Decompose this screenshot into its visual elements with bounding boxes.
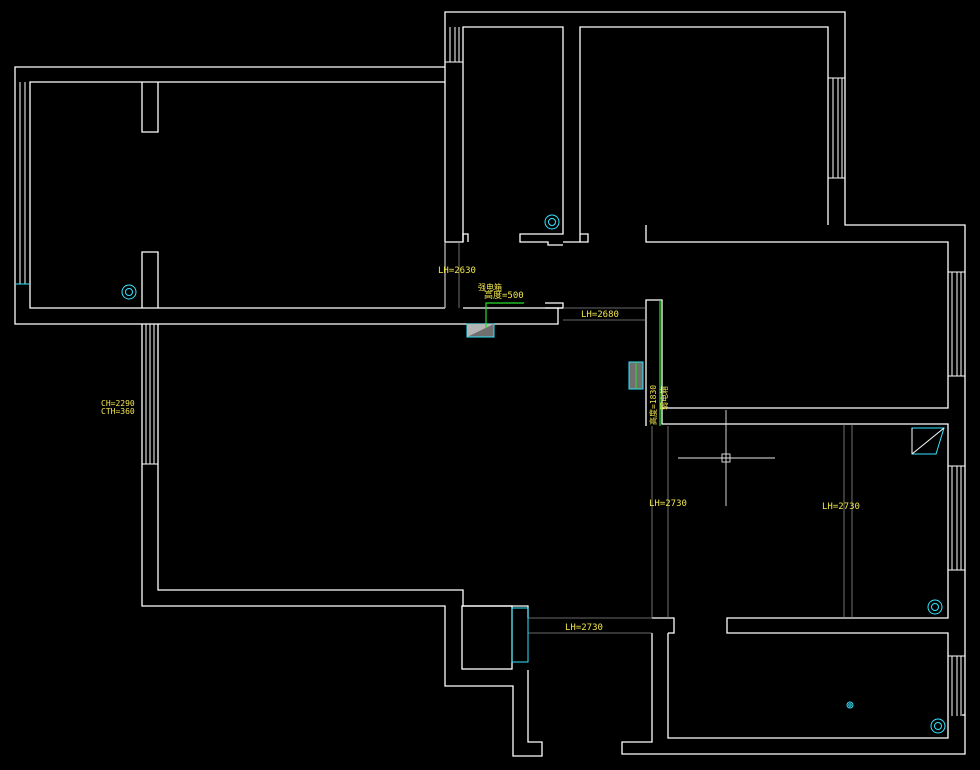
wall-left-room-outer xyxy=(14,66,559,325)
window-left xyxy=(14,82,31,285)
floor-drain-icon xyxy=(121,284,137,300)
label-lh-2730-bottom: LH=2730 xyxy=(565,623,603,633)
wall-top-small-room xyxy=(462,26,564,246)
utility-panel-icon xyxy=(511,607,529,663)
label-lh-2730-right: LH=2730 xyxy=(822,502,860,512)
window-top-right xyxy=(828,77,845,179)
crosshair-cursor-icon xyxy=(678,410,775,506)
wall-bottom-outer xyxy=(621,633,966,755)
wall-top-outer xyxy=(444,11,966,716)
wall-left-pier-bottom xyxy=(141,251,159,308)
wall-left-room-inner xyxy=(29,81,445,309)
windows xyxy=(14,27,965,716)
wall-living-inner-left xyxy=(157,324,529,618)
window-right-upper xyxy=(948,271,965,377)
wall-right-mid-divider xyxy=(661,408,949,600)
weak-current-box-icon xyxy=(628,361,644,390)
label-lh-2630: LH=2630 xyxy=(438,266,476,276)
walls xyxy=(14,11,966,757)
wall-utility-box xyxy=(461,605,513,670)
triangle-fixture-icon xyxy=(911,427,945,455)
window-living xyxy=(142,324,158,465)
electrical-box-icon xyxy=(466,323,495,338)
label-electrical-box: 强电箱 xyxy=(478,282,502,292)
floor-drain-icon xyxy=(927,599,943,615)
leaders xyxy=(485,300,661,426)
floor-drain-icon xyxy=(544,214,560,230)
label-ch-2290: CH=2290 xyxy=(101,399,135,408)
fixtures xyxy=(121,214,946,734)
wall-living-left xyxy=(141,324,543,757)
wall-right-lower xyxy=(667,600,949,739)
wall-top-room-bottom-b xyxy=(563,233,589,243)
window-right-mid xyxy=(948,465,965,571)
wall-left-pier-top xyxy=(141,82,159,133)
label-weak-current-box: 弱电箱 xyxy=(659,386,669,410)
wall-right-upper-room xyxy=(645,225,949,426)
labels: LH=2630 LH=2680 LH=2730 LH=2730 LH=2730 … xyxy=(101,266,860,633)
floor-drain-icon xyxy=(930,718,946,734)
label-lh-2680: LH=2680 xyxy=(581,310,619,320)
window-top-left xyxy=(445,27,463,63)
reference-lines xyxy=(444,242,853,634)
label-cth-360: CTH=360 xyxy=(101,407,135,416)
label-lh-2730-mid: LH=2730 xyxy=(649,499,687,509)
wall-top-door-jamb xyxy=(445,233,469,243)
wall-corridor-stub-2 xyxy=(545,302,564,309)
small-drain-icon xyxy=(846,701,854,709)
window-right-lower xyxy=(948,655,965,716)
label-height-1830: 高度=1830 xyxy=(648,385,658,425)
label-height-500: 高度=500 xyxy=(484,289,524,301)
wall-top-big-room xyxy=(579,26,829,242)
wall-right-lower-left xyxy=(652,617,675,634)
